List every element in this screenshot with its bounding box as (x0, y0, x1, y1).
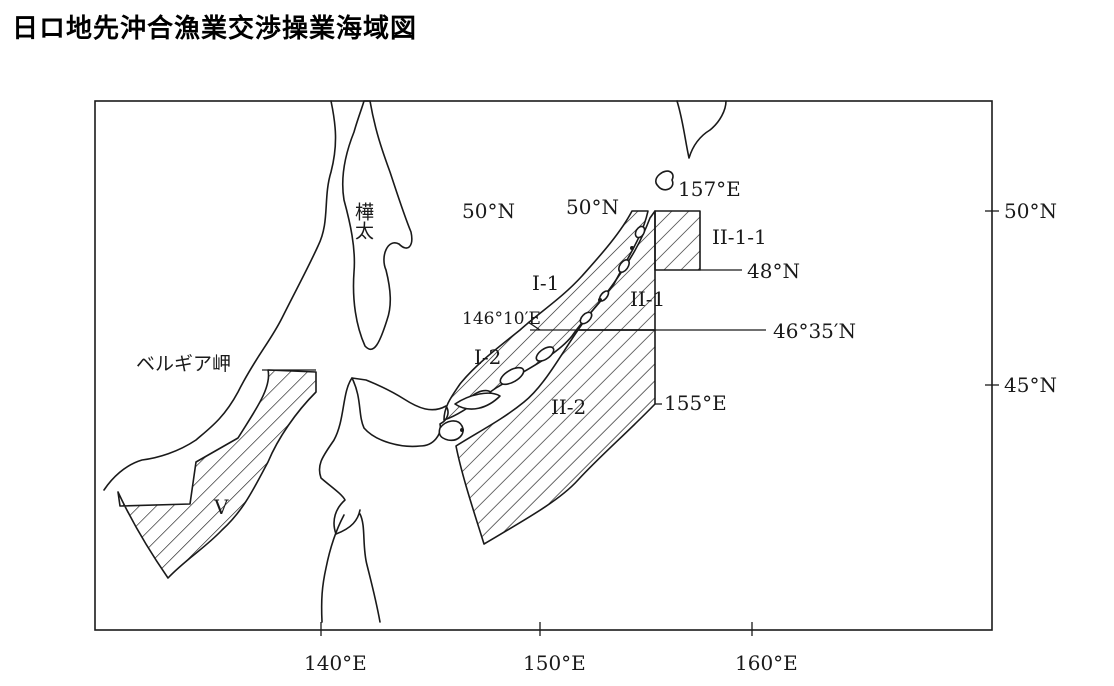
x-tick-140: 140°E (304, 651, 367, 675)
y-tick-50: 50°N (1004, 199, 1057, 223)
coastlines (103, 100, 727, 623)
zone-v-area (117, 369, 317, 579)
y-tick-45: 45°N (1004, 373, 1057, 397)
lat4635-label: 46°35′N (773, 319, 856, 343)
mainland-coast (103, 100, 337, 491)
x-tick-150: 150°E (523, 651, 586, 675)
kamchatka-coast (676, 100, 727, 159)
lat48-label: 48°N (747, 259, 800, 283)
zone-ii2-area (455, 329, 656, 545)
lon157-label: 157°E (678, 177, 741, 201)
fishing-zones (117, 210, 701, 579)
boundary-lines (262, 269, 766, 405)
zone-i2-label: I-2 (474, 345, 501, 369)
x-tick-160: 160°E (735, 651, 798, 675)
lon146-label: 146°10′E (462, 309, 541, 329)
zone-ii11-label: II-1-1 (712, 225, 767, 249)
north-kuril-island (655, 170, 674, 191)
sakhalin-coast (341, 100, 413, 351)
zone-ii11-area (654, 210, 701, 271)
map-labels: 140°E 150°E 160°E 50°N 45°N 樺太 ベルギア岬 50°… (136, 177, 1057, 675)
lat50-left-label: 50°N (462, 199, 515, 223)
zone-i1-label: I-1 (532, 271, 559, 295)
honshu-coast (320, 513, 381, 623)
hokkaido-southwest-coast (318, 377, 361, 535)
axis-ticks (320, 210, 999, 636)
map-frame (94, 100, 993, 631)
zone-ii1-label: II-1 (630, 287, 665, 311)
lon-146-leader (527, 321, 541, 331)
lon155-label: 155°E (664, 391, 727, 415)
zone-v-label: V (213, 495, 229, 519)
sakhalin-label: 樺太 (352, 202, 374, 240)
kuril-islands (438, 225, 646, 442)
page-title: 日ロ地先沖合漁業交渉操業海域図 (12, 14, 418, 44)
lat50-right-label: 50°N (566, 195, 619, 219)
zone-ii2-label: II-2 (551, 395, 586, 419)
cape-label: ベルギア岬 (136, 353, 231, 375)
hokkaido-coast (351, 377, 449, 448)
